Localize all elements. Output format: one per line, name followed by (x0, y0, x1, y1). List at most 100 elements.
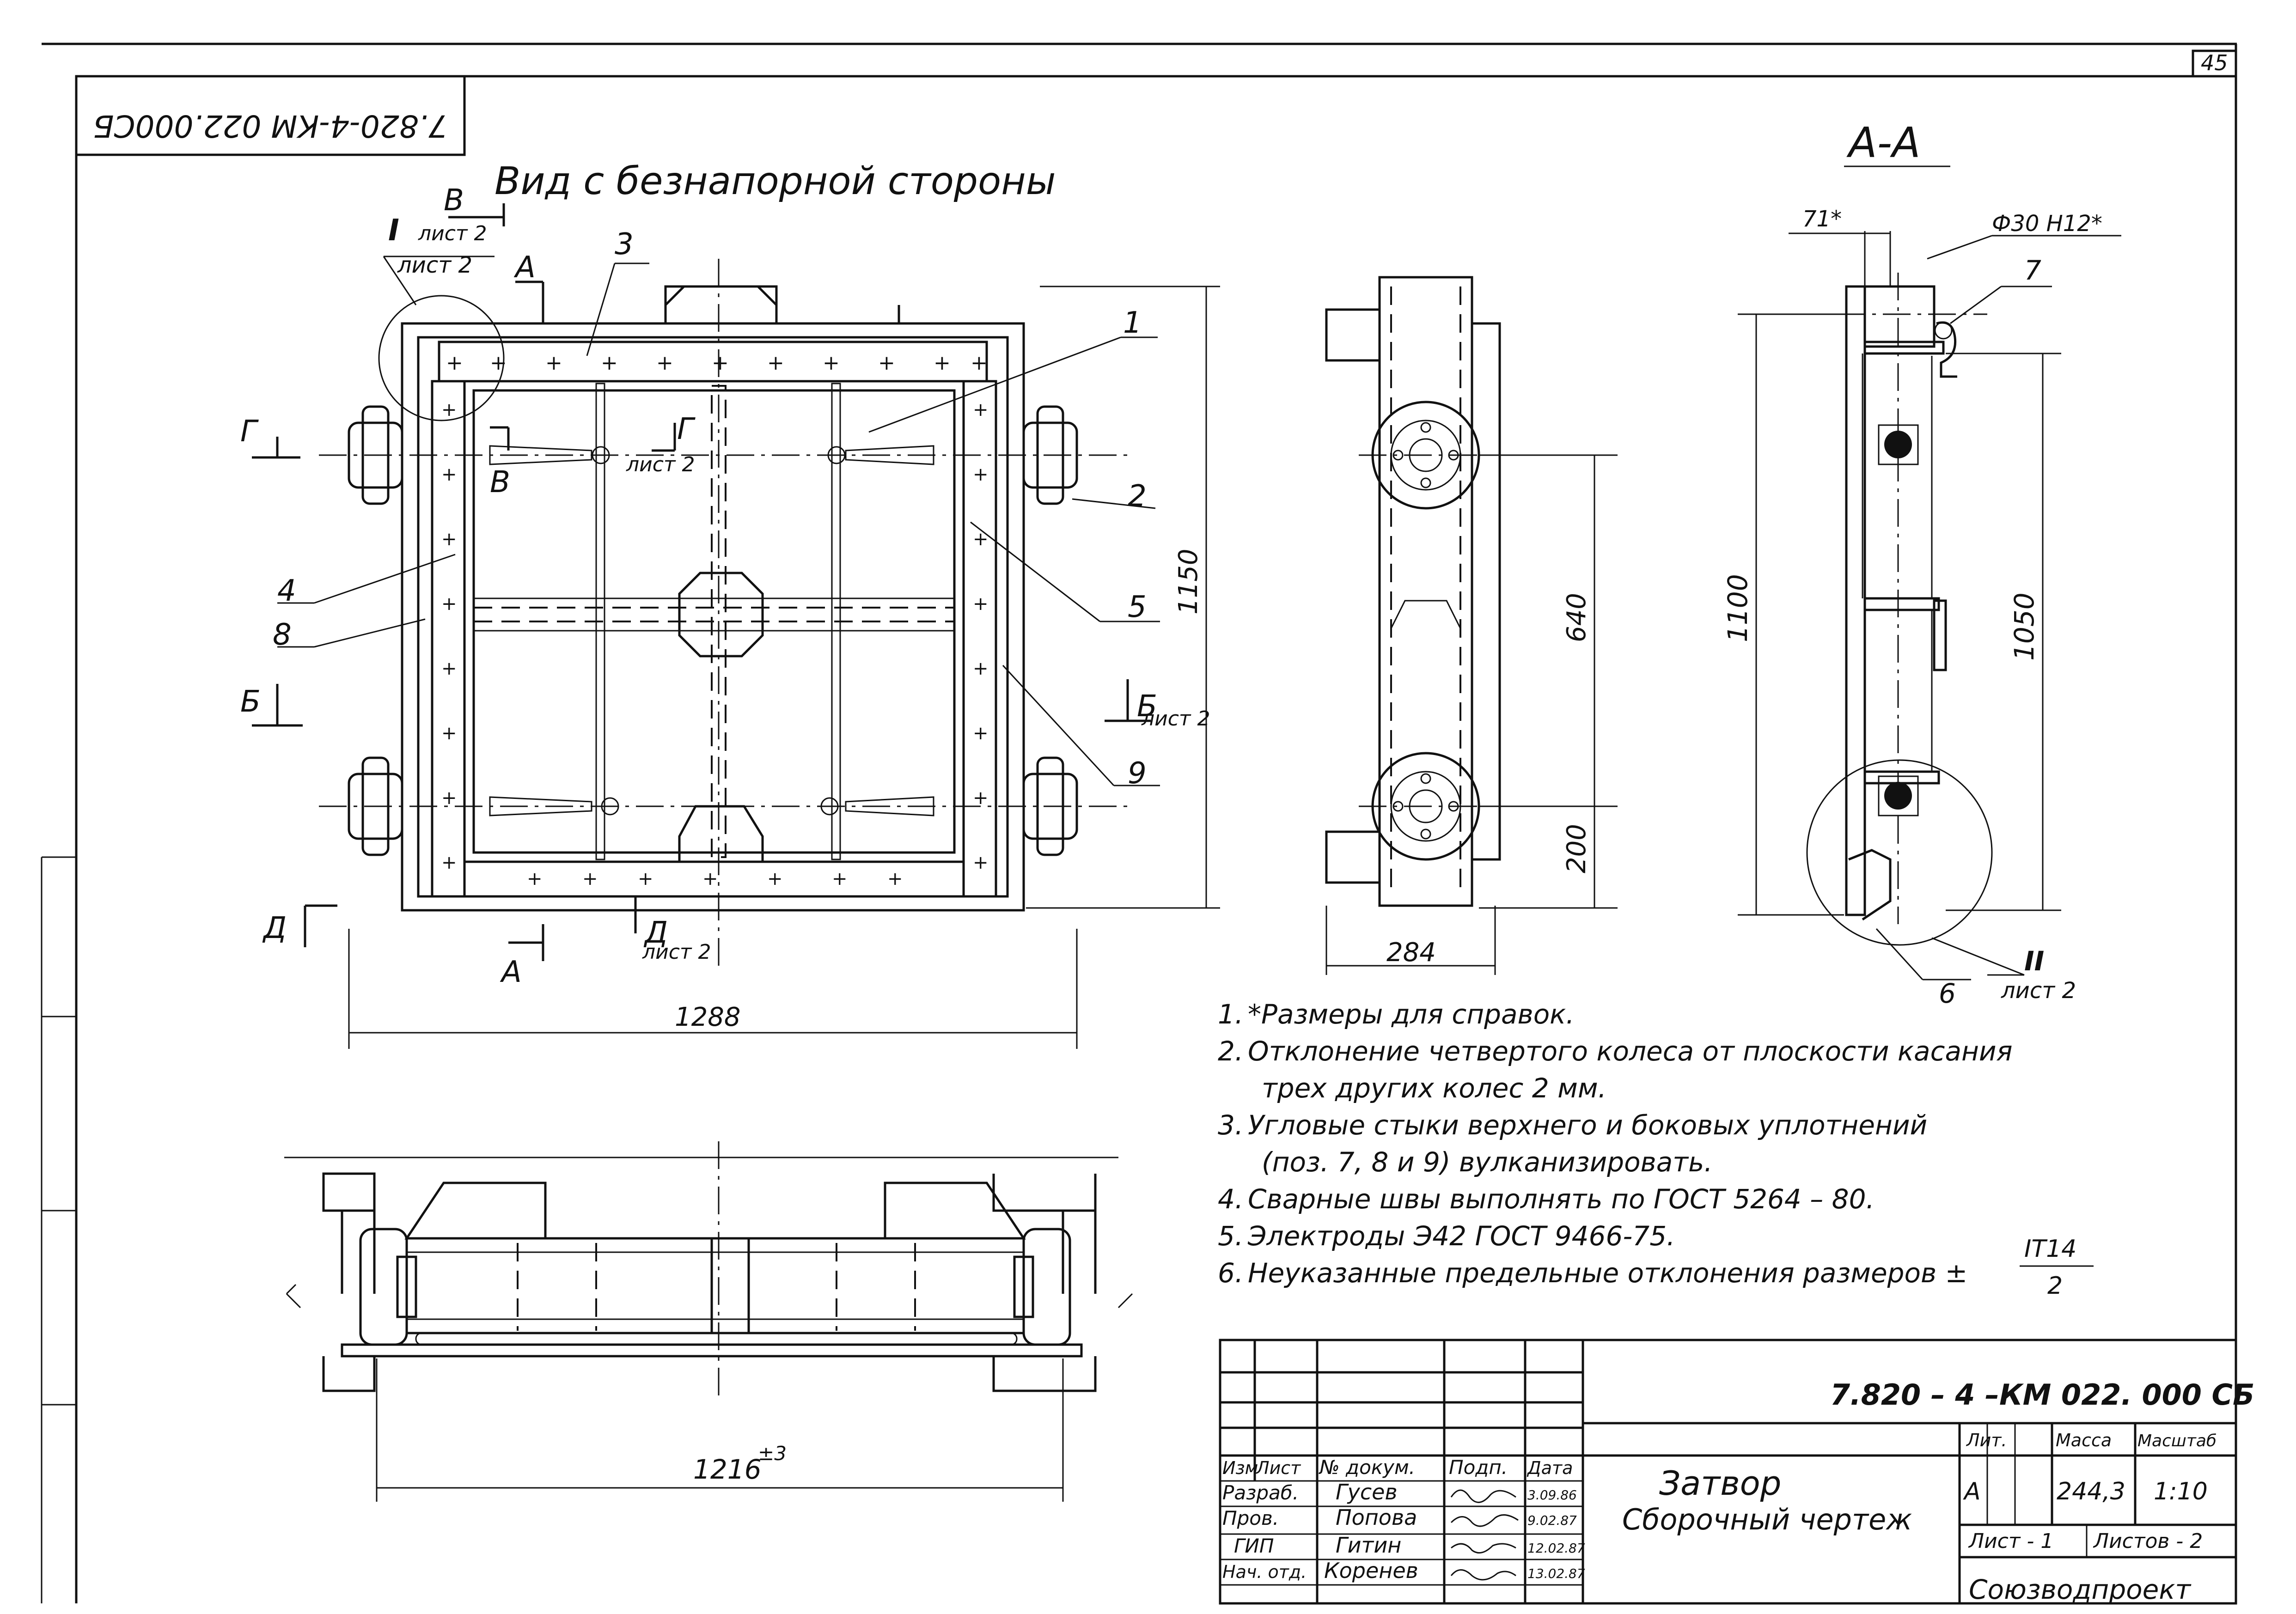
cut-V-lower-label: В (490, 465, 510, 499)
main-view-title: Вид с безнапорной стороны (495, 159, 1056, 203)
dim-1100: 1100 (1722, 574, 1753, 642)
bolt-row-sides: ++ ++ ++ ++ ++ ++ ++ ++ (441, 399, 989, 873)
bolt-row-top: + + + + + + + + + + + (446, 351, 988, 375)
svg-text:+: + (441, 658, 457, 679)
cut-G-right-label: Г (677, 412, 696, 446)
row-2-name: Попова (1336, 1505, 1417, 1530)
note-4-text: Сварные швы выполнять по ГОСТ 5264 – 80. (1248, 1183, 1875, 1215)
mass-label: Масса (2056, 1430, 2112, 1450)
svg-text:+: + (441, 852, 457, 873)
svg-text:+: + (823, 351, 840, 375)
sheet-number: 45 (2201, 50, 2228, 75)
dim-1288: 1288 (675, 1002, 741, 1032)
dim-284: 284 (1386, 938, 1436, 968)
wheels (348, 405, 1078, 856)
svg-text:+: + (973, 593, 989, 615)
svg-text:+: + (887, 868, 903, 889)
note-1-num: 1. (1218, 999, 1243, 1030)
row-1-date: 3.09.86 (1527, 1487, 1577, 1503)
side-view (1325, 276, 1618, 975)
svg-text:+: + (767, 351, 784, 375)
row-2-date: 9.02.87 (1527, 1513, 1577, 1528)
svg-text:+: + (973, 464, 989, 485)
dim-1216-tolerance: ±3 (758, 1442, 787, 1465)
cut-D-bottom-label: Д (643, 916, 668, 950)
svg-text:+: + (446, 351, 463, 375)
row-3-date: 12.02.87 (1527, 1541, 1585, 1556)
row-4-role: Нач. отд. (1222, 1562, 1307, 1582)
cut-G-left-label: Г (240, 414, 259, 449)
lit-label: Лит. (1966, 1430, 2007, 1450)
svg-text:+: + (973, 723, 989, 744)
cut-D-sheet: лист 2 (642, 940, 711, 964)
callout-1: 1 (1123, 306, 1142, 340)
svg-text:+: + (638, 868, 653, 889)
row-3-name: Гитин (1336, 1533, 1401, 1558)
row-4-name: Коренев (1324, 1558, 1418, 1583)
detail-I-label: I (388, 213, 399, 248)
dim-71: 71* (1802, 206, 1842, 232)
svg-text:+: + (441, 529, 457, 550)
svg-text:+: + (441, 464, 457, 485)
svg-text:+: + (545, 351, 562, 375)
cut-G-sheet: лист 2 (626, 453, 695, 476)
note-3-cont: (поз. 7, 8 и 9) вулканизировать. (1262, 1146, 1713, 1178)
note-5-num: 5. (1218, 1220, 1243, 1252)
svg-text:+: + (767, 868, 783, 889)
svg-text:+: + (973, 529, 989, 550)
callout-6: 6 (1939, 978, 1956, 1009)
mass-value: 244,3 (2057, 1478, 2125, 1505)
svg-text:+: + (712, 351, 729, 375)
note-2-cont: трех других колес 2 мм. (1262, 1072, 1606, 1104)
note-2-num: 2. (1218, 1035, 1243, 1067)
row-2-role: Пров. (1222, 1507, 1279, 1529)
svg-text:+: + (582, 868, 598, 889)
svg-text:+: + (656, 351, 673, 375)
cut-B-left-label: Б (240, 685, 261, 719)
svg-text:+: + (441, 399, 457, 420)
row-4-date: 13.02.87 (1527, 1566, 1585, 1581)
head-podp: Подп. (1449, 1456, 1508, 1479)
dim-200: 200 (1562, 824, 1592, 873)
svg-text:+: + (973, 399, 989, 420)
svg-text:+: + (934, 351, 951, 375)
sheet-frame (41, 43, 2237, 1603)
head-izm: Изм (1222, 1458, 1258, 1478)
title-block (1219, 1339, 2237, 1605)
side-view-labels: 640 200 284 (1386, 593, 1592, 968)
head-doc: № докум. (1319, 1456, 1415, 1479)
svg-text:+: + (702, 868, 718, 889)
detail-II-sheet: лист 2 (2001, 978, 2076, 1004)
note-6-frac-bottom: 2 (2047, 1272, 2063, 1300)
callout-2: 2 (1128, 479, 1147, 513)
svg-text:+: + (971, 351, 988, 375)
rotated-code-stamp: 7.820-4-КМ 022.000СБ (75, 75, 466, 156)
svg-text:+: + (832, 868, 848, 889)
bolt-row-bottom: ++ ++ ++ + (527, 868, 903, 889)
callout-3: 3 (615, 227, 634, 262)
callout-8: 8 (273, 618, 292, 652)
row-3-role: ГИП (1234, 1535, 1274, 1557)
sheet-label: Лист - 1 (1968, 1529, 2053, 1553)
cut-B-sheet: лист 2 (1141, 707, 1210, 731)
section-aa-labels: 7 6 II лист 2 71* Ф30 Н12* 1100 1050 (1722, 206, 2102, 1009)
signature-2 (1450, 1514, 1519, 1527)
dim-1050: 1050 (2009, 592, 2040, 661)
svg-text:+: + (878, 351, 895, 375)
dim-640: 640 (1562, 593, 1592, 642)
technical-notes: 1. *Размеры для справок. 2. Отклонение ч… (1218, 999, 2094, 1300)
svg-text:+: + (441, 723, 457, 744)
note-1-text: *Размеры для справок. (1248, 999, 1575, 1030)
detail-II-label: II (2024, 945, 2044, 977)
name-line-2: Сборочный чертеж (1622, 1503, 1912, 1536)
callout-9: 9 (1128, 756, 1147, 791)
cut-A-bottom-label: А (500, 955, 522, 989)
designation: 7.820 – 4 –КМ 022. 000 СБ (1830, 1378, 2254, 1412)
main-view: + + + + + + + + + + + ++ ++ ++ ++ ++ ++ … (252, 203, 1220, 1049)
svg-text:+: + (490, 351, 507, 375)
svg-text:+: + (601, 351, 618, 375)
head-list: Лист (1255, 1458, 1301, 1478)
cut-D-left-label: Д (262, 911, 287, 945)
plan-view-labels: 1216 ±3 (693, 1442, 787, 1485)
svg-text:+: + (973, 787, 989, 809)
